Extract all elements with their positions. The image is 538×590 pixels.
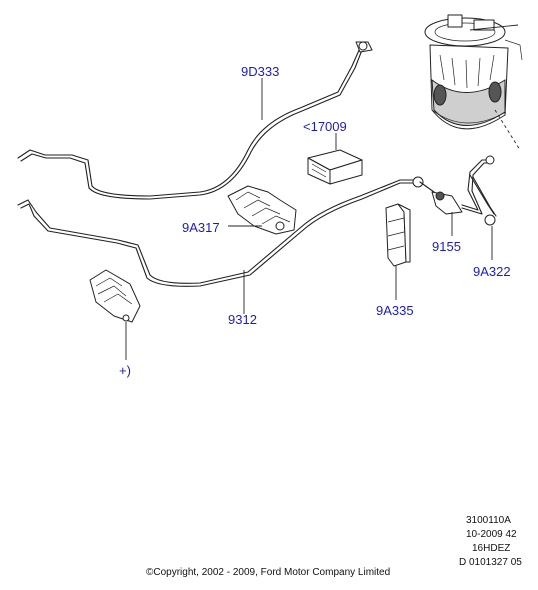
fuel-line-9312 bbox=[17, 176, 424, 287]
copyright-notice: ©Copyright, 2002 - 2009, Ford Motor Comp… bbox=[146, 567, 391, 578]
drawing-info-line3: 16HDEZ bbox=[472, 543, 511, 554]
callout-17009[interactable]: <17009 bbox=[303, 119, 347, 134]
drawing-info-line4: D 0101327 05 bbox=[459, 557, 522, 568]
drawing-info-line1: 3100110A bbox=[466, 515, 511, 526]
callout-9a322[interactable]: 9A322 bbox=[473, 264, 511, 279]
drawing-info-line2: 10-2009 42 bbox=[466, 529, 517, 540]
callout-9d333[interactable]: 9D333 bbox=[241, 64, 280, 79]
callout-plus[interactable]: +) bbox=[119, 363, 131, 378]
callout-9312[interactable]: 9312 bbox=[228, 312, 257, 327]
pump-9155 bbox=[419, 181, 463, 236]
clip-9a317 bbox=[227, 185, 297, 235]
fuel-filter-17009 bbox=[307, 133, 363, 185]
bracket-9a335 bbox=[385, 203, 411, 300]
fuel-tank-unit bbox=[424, 14, 523, 151]
callout-9a317[interactable]: 9A317 bbox=[182, 220, 220, 235]
connector-9a322 bbox=[461, 155, 497, 260]
fuel-line-9d333 bbox=[17, 41, 373, 200]
clip-plus bbox=[89, 269, 141, 360]
callout-9a335[interactable]: 9A335 bbox=[376, 303, 414, 318]
callout-9155[interactable]: 9155 bbox=[432, 239, 461, 254]
